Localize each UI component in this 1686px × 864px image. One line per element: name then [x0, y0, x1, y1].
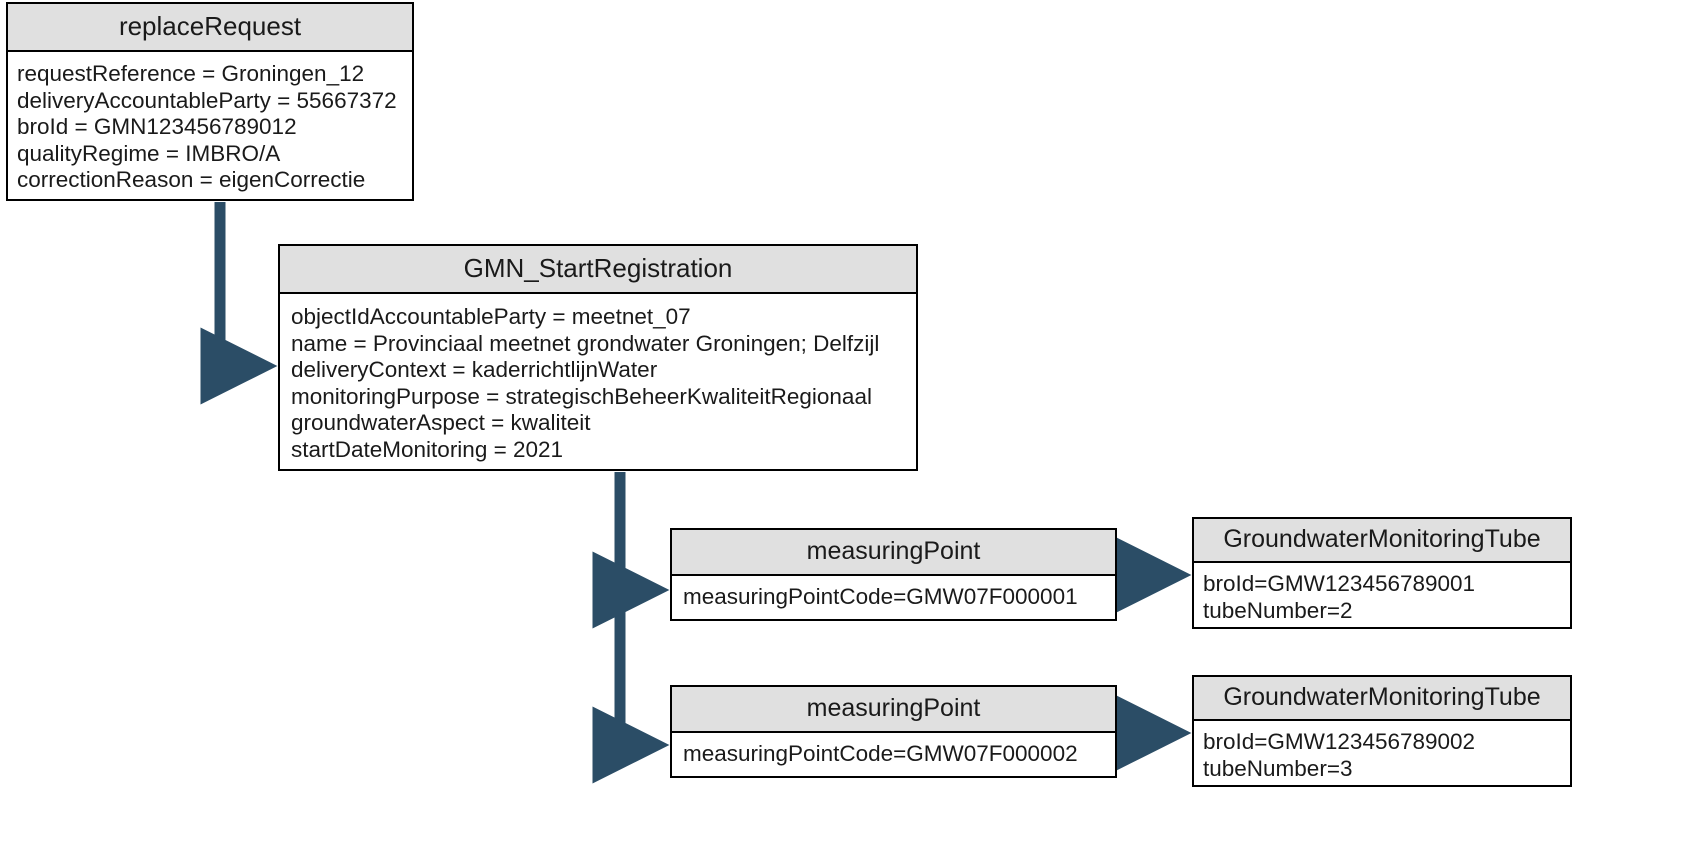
node-replace-request-body: requestReference = Groningen_12 delivery… — [8, 52, 412, 202]
attribute-tube-number: tubeNumber=3 — [1203, 756, 1353, 781]
node-gmn-startregistration-header: GMN_StartRegistration — [280, 246, 916, 294]
node-measuring-point-1-body: measuringPointCode=GMW07F000001 — [672, 576, 1115, 618]
attribute-name: name = Provinciaal meetnet grondwater Gr… — [291, 330, 880, 356]
node-replace-request-header: replaceRequest — [8, 4, 412, 52]
attribute-request-reference: requestReference = Groningen_12 — [17, 61, 365, 86]
attribute-delivery-context: deliveryContext = kaderrichtlijnWater — [291, 357, 658, 382]
node-gmn-startregistration-body: objectIdAccountableParty = meetnet_07 na… — [280, 294, 916, 471]
attribute-bro-id: broId=GMW123456789002 — [1203, 729, 1476, 754]
node-measuring-point-1[interactable]: measuringPoint measuringPointCode=GMW07F… — [670, 528, 1117, 621]
connector-replace-request-to-gmn — [200, 202, 278, 405]
node-groundwater-monitoring-tube-1-header: GroundwaterMonitoringTube — [1194, 519, 1570, 563]
node-measuring-point-2-body: measuringPointCode=GMW07F000002 — [672, 733, 1115, 775]
attribute-start-date-monitoring: startDateMonitoring = 2021 — [291, 436, 564, 462]
connector-gmn-to-measuring-point-2 — [592, 706, 670, 784]
attribute-tube-number: tubeNumber=2 — [1203, 598, 1353, 623]
node-groundwater-monitoring-tube-1[interactable]: GroundwaterMonitoringTube broId=GMW12345… — [1192, 517, 1572, 629]
attribute-measuring-point-code: measuringPointCode=GMW07F000001 — [683, 584, 1078, 609]
node-replace-request[interactable]: replaceRequest requestReference = Gronin… — [6, 2, 414, 201]
attribute-object-id-accountable-party: objectIdAccountableParty = meetnet_07 — [291, 304, 691, 329]
attribute-quality-regime: qualityRegime = IMBRO/A — [17, 140, 281, 166]
node-groundwater-monitoring-tube-2-header: GroundwaterMonitoringTube — [1194, 677, 1570, 721]
attribute-correction-reason: correctionReason = eigenCorrectie — [17, 167, 366, 192]
attribute-monitoring-purpose: monitoringPurpose = strategischBeheerKwa… — [291, 383, 872, 409]
attribute-measuring-point-code: measuringPointCode=GMW07F000002 — [683, 741, 1078, 766]
connector-gmn-to-measuring-point-1 — [592, 551, 670, 629]
attribute-bro-id: broId=GMW123456789001 — [1203, 571, 1476, 596]
attribute-delivery-accountable-party: deliveryAccountableParty = 55667372 — [17, 87, 397, 113]
node-groundwater-monitoring-tube-1-body: broId=GMW123456789001 tubeNumber=2 — [1194, 563, 1570, 631]
node-gmn-startregistration[interactable]: GMN_StartRegistration objectIdAccountabl… — [278, 244, 918, 471]
node-measuring-point-2-header: measuringPoint — [672, 687, 1115, 733]
node-measuring-point-1-header: measuringPoint — [672, 530, 1115, 576]
node-groundwater-monitoring-tube-2-body: broId=GMW123456789002 tubeNumber=3 — [1194, 721, 1570, 789]
node-groundwater-monitoring-tube-2[interactable]: GroundwaterMonitoringTube broId=GMW12345… — [1192, 675, 1572, 787]
attribute-bro-id: broId = GMN123456789012 — [17, 114, 297, 139]
node-measuring-point-2[interactable]: measuringPoint measuringPointCode=GMW07F… — [670, 685, 1117, 778]
attribute-groundwater-aspect: groundwaterAspect = kwaliteit — [291, 410, 591, 435]
